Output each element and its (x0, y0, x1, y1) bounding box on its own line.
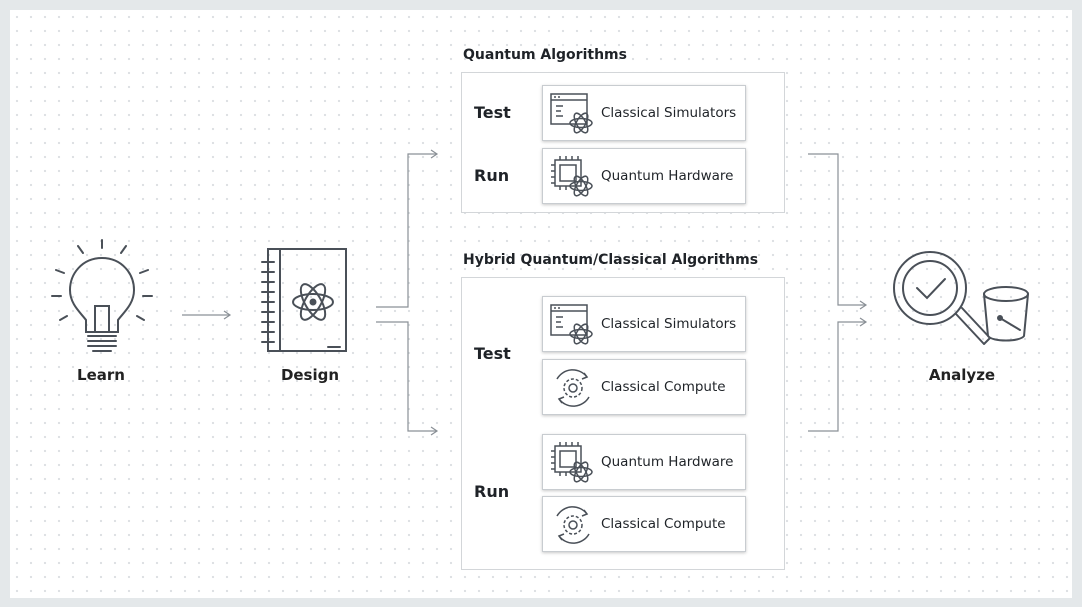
lightbulb-icon (51, 239, 153, 352)
simulator-window-icon (550, 93, 593, 134)
gear-cycle-icon (556, 506, 590, 544)
hybrid-run-classical-compute-card: Classical Compute (542, 496, 746, 552)
card-label: Quantum Hardware (601, 168, 734, 184)
analyze-label: Analyze (928, 366, 996, 384)
magnifier-check-bucket-icon (893, 251, 1029, 345)
chip-atom-icon (551, 156, 593, 197)
hybrid-test-classical-compute-card: Classical Compute (542, 359, 746, 415)
quantum-hardware-card: Quantum Hardware (542, 148, 746, 204)
card-label: Classical Compute (601, 379, 726, 395)
card-label: Classical Simulators (601, 105, 737, 121)
card-label: Classical Simulators (601, 316, 737, 332)
gear-cycle-icon (556, 369, 590, 407)
learn-label: Learn (77, 366, 125, 384)
quantum-algorithms-title: Quantum Algorithms (463, 47, 627, 63)
quantum-classical-simulators-card: Classical Simulators (542, 85, 746, 141)
hybrid-test-label: Test (474, 344, 511, 363)
chip-atom-icon (551, 442, 593, 483)
quantum-run-label: Run (474, 166, 510, 185)
hybrid-quantum-hardware-card: Quantum Hardware (542, 434, 746, 490)
hybrid-classical-simulators-card: Classical Simulators (542, 296, 746, 352)
card-label: Quantum Hardware (601, 454, 734, 470)
hybrid-algorithms-title: Hybrid Quantum/Classical Algorithms (463, 252, 759, 268)
quantum-test-label: Test (474, 103, 511, 122)
card-label: Classical Compute (601, 516, 726, 532)
hybrid-run-label: Run (474, 482, 510, 501)
design-label: Design (280, 366, 340, 384)
simulator-window-icon (550, 304, 593, 345)
notebook-atom-icon (261, 248, 347, 352)
